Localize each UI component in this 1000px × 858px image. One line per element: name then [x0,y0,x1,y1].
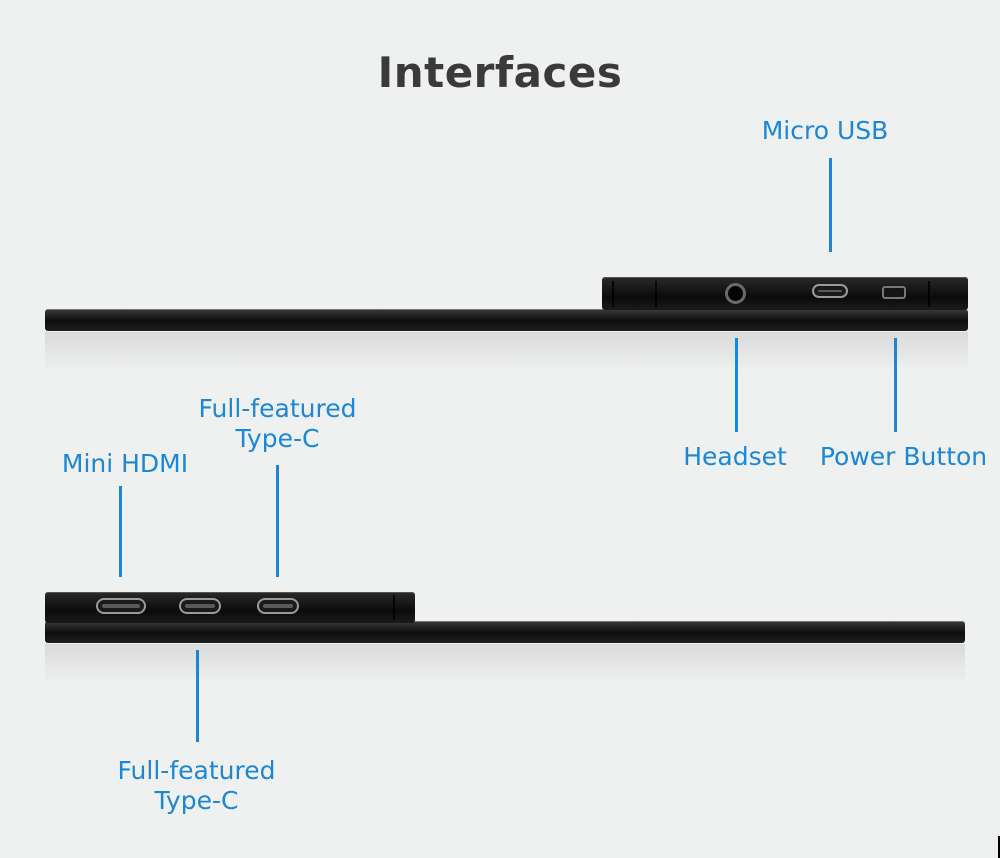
micro-usb-port-icon [812,284,848,298]
label-typec-top-line1: Full-featured [198,394,357,423]
pointer-mini-hdmi [119,486,122,577]
housing-seam-mid [655,281,657,307]
mini-hdmi-port-icon [96,598,146,614]
label-micro-usb: Micro USB [761,116,889,145]
monitor-reflection-bottom [45,644,965,684]
typec-port-2-icon [257,598,299,614]
port-housing-top [602,277,968,310]
label-typec-bottom-line2: Type-C [154,786,239,815]
typec-port-1-icon [179,598,221,614]
power-button-icon[interactable] [882,286,906,299]
page-title: Interfaces [377,48,623,97]
housing-seam-left [612,281,614,307]
label-power-button: Power Button [819,442,988,471]
label-headset: Headset [683,442,787,471]
pointer-power-button [894,338,897,432]
monitor-body-top [45,309,968,331]
housing-seam-right-bottom [393,595,395,620]
headset-port-icon [725,283,746,304]
monitor-reflection-top [45,332,968,372]
label-typec-bottom: Full-featured Type-C [104,756,289,816]
corner-divider [998,836,1000,858]
pointer-micro-usb [829,158,832,252]
monitor-body-bottom [45,621,965,643]
label-typec-top-line2: Type-C [235,424,320,453]
pointer-typec-bottom [196,650,199,742]
pointer-typec-top [276,465,279,577]
housing-seam-right [928,281,930,307]
label-typec-top: Full-featured Type-C [185,394,370,454]
pointer-headset [735,338,738,432]
label-mini-hdmi: Mini HDMI [61,449,189,478]
label-typec-bottom-line1: Full-featured [117,756,276,785]
